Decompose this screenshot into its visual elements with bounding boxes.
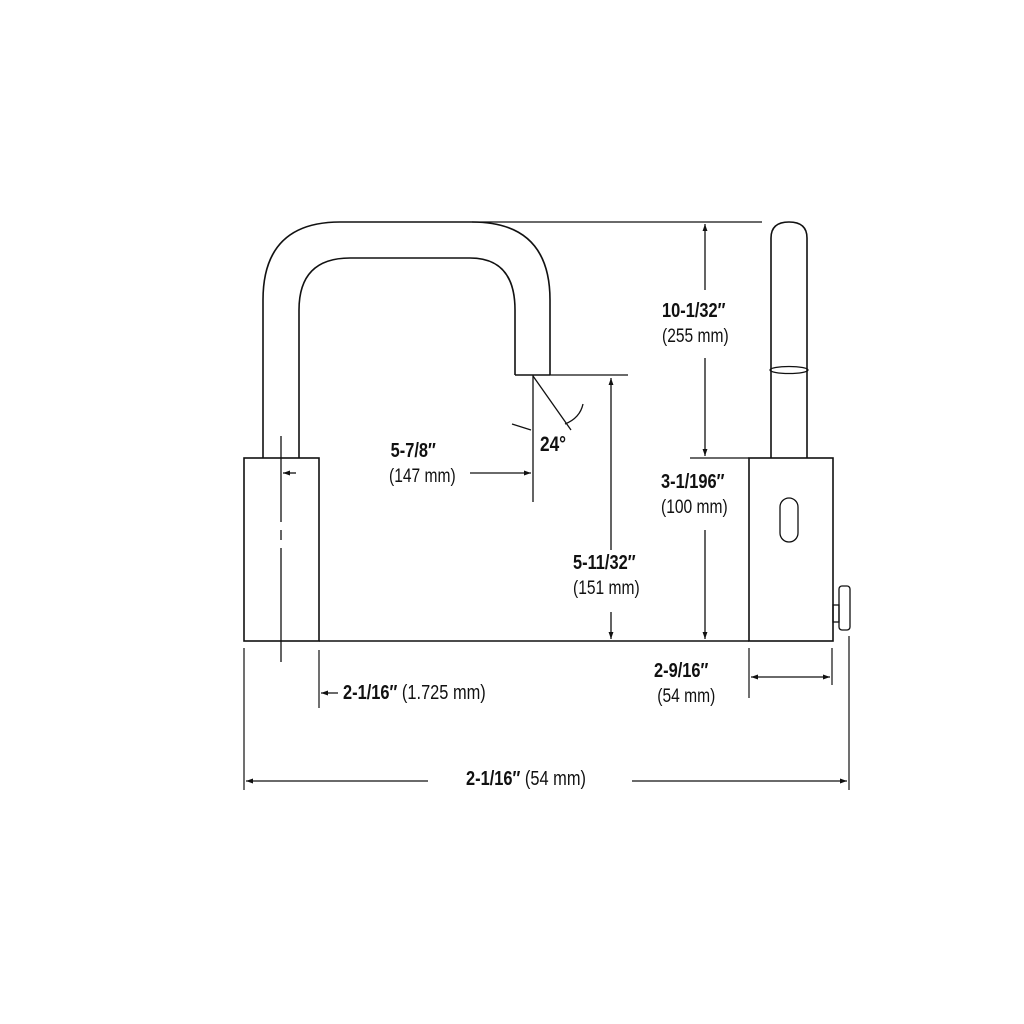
spout-reach-imperial: 5-7/8″ [390, 440, 436, 462]
body-width-metric: (54 mm) [657, 686, 716, 707]
spout-outer [262, 221, 551, 458]
overall-width-label: 2-1/16″ (54 mm) [466, 769, 586, 789]
base-offset-metric: (1.725 mm) [401, 682, 486, 704]
body-height-metric: (100 mm) [661, 497, 728, 518]
base-offset-imperial: 2-1/16″ [343, 682, 398, 704]
outlet-height-imperial: 5-11/32″ [573, 552, 636, 574]
spout-reach-label: 5-7/8″ (147 mm) [389, 441, 456, 486]
outlet-height-metric: (151 mm) [573, 578, 640, 599]
overall-width-imperial: 2-1/16″ [466, 768, 521, 790]
spout-height-imperial: 10-1/32″ [662, 300, 726, 322]
spout-height-metric: (255 mm) [662, 326, 729, 347]
spout-inner [298, 257, 516, 458]
body-height-imperial: 3-1/196″ [661, 471, 725, 493]
body-height-label: 3-1/196″ (100 mm) [661, 472, 728, 517]
spout-height-label: 10-1/32″ (255 mm) [662, 301, 729, 346]
outlet-height-label: 5-11/32″ (151 mm) [573, 553, 640, 598]
overall-width-metric: (54 mm) [524, 768, 586, 790]
spray-angle-label: 24° [540, 433, 567, 456]
body-width-label: 2-9/16″ (54 mm) [654, 661, 715, 706]
body-width-imperial: 2-9/16″ [654, 660, 709, 682]
sensor-window [779, 497, 799, 543]
base-offset-label: 2-1/16″ (1.725 mm) [343, 683, 486, 703]
front-spout [770, 221, 808, 458]
front-sensor-body [748, 457, 834, 642]
spout-reach-metric: (147 mm) [389, 466, 456, 487]
